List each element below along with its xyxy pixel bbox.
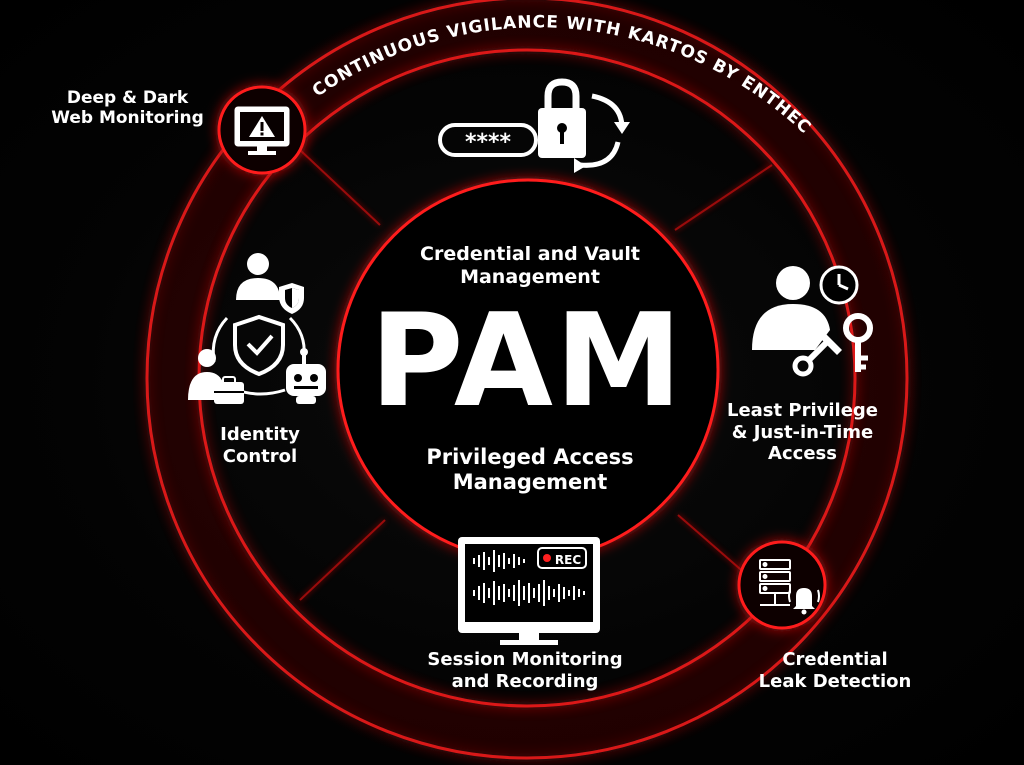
pam-acronym: PAM — [369, 287, 685, 436]
deep-dark-node — [217, 85, 307, 175]
leak-node — [737, 540, 827, 630]
credential-vault-label: Credential and Vault Management — [420, 243, 640, 288]
monitor-rec-waveform-icon: REC — [458, 537, 600, 645]
rec-label: REC — [555, 553, 581, 567]
identity-control-label: Identity Control — [220, 424, 300, 467]
password-mask: **** — [465, 130, 512, 155]
least-privilege-label: Least Privilege & Just-in-Time Access — [726, 400, 879, 465]
credential-leak-label: Credential Leak Detection — [758, 649, 912, 692]
user-clock-keys-icon — [752, 265, 873, 377]
server-bell-icon — [759, 559, 820, 615]
section-dividers — [299, 149, 773, 601]
outer-ring-outer — [145, 0, 909, 760]
deep-dark-web-label: Deep & Dark Web Monitoring — [51, 88, 204, 129]
privileged-access-label: Privileged Access Management — [426, 445, 634, 495]
password-lock-refresh-icon: **** — [438, 78, 630, 173]
session-monitoring-label: Session Monitoring and Recording — [427, 649, 623, 692]
identity-people-shield-robot-icon — [188, 253, 326, 404]
outer-ring-band — [149, 0, 905, 756]
monitor-warning-icon — [234, 106, 290, 155]
